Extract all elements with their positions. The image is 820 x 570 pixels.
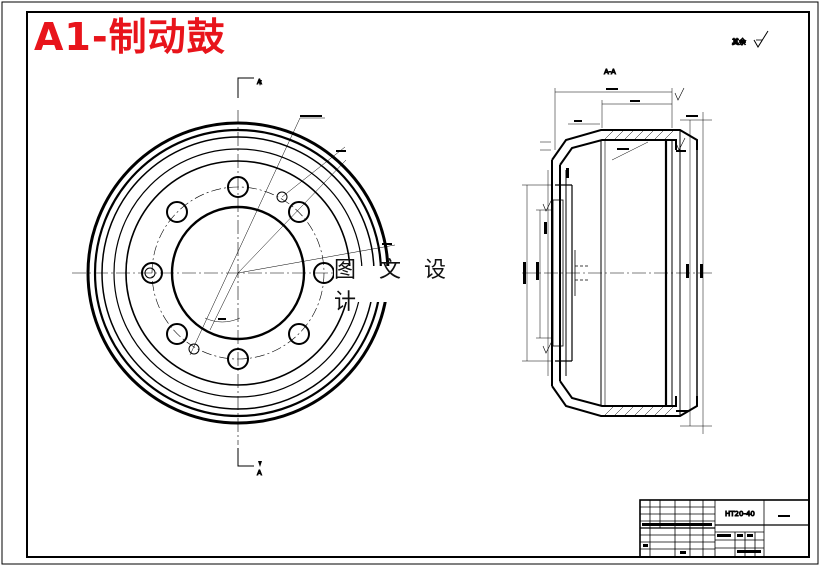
bolt-hole — [166, 323, 188, 345]
section-mark-bottom-label: A — [257, 469, 262, 477]
section-mark-bottom — [237, 448, 254, 467]
threaded-hole — [276, 191, 288, 203]
threaded-hole — [188, 343, 200, 355]
hatch-bottom — [603, 405, 675, 417]
leader-line — [281, 146, 346, 198]
section-view — [522, 87, 715, 434]
section-label: A-A — [604, 68, 616, 76]
material-label: HT20-40 — [725, 510, 755, 518]
leader-line — [189, 117, 301, 356]
bolt-hole — [227, 348, 249, 370]
outer-profile-top — [551, 129, 698, 161]
outer-profile-bottom — [551, 385, 698, 417]
title-block-marks — [642, 515, 790, 554]
threaded-hole — [144, 267, 156, 279]
center-bore-circle — [170, 205, 306, 341]
roughness-symbol — [753, 30, 769, 48]
leader-line — [237, 244, 396, 274]
dimension-text-marks — [218, 88, 703, 412]
bolt-hole — [288, 323, 310, 345]
roughness-note: 其余 — [732, 37, 746, 46]
bolt-hole — [288, 201, 310, 223]
bolt-hole — [166, 201, 188, 223]
bolt-circle — [151, 186, 325, 360]
title-block — [639, 499, 810, 558]
drawing-title: A1-制动鼓 — [34, 15, 226, 59]
bolt-hole — [141, 262, 163, 284]
watermark-text: 图 文 设 计 — [334, 258, 484, 315]
section-mark-top — [237, 77, 254, 98]
drawing-frame — [26, 11, 810, 558]
inner-profile-top — [559, 139, 677, 166]
leader-line — [237, 159, 347, 274]
hatch-top — [603, 129, 675, 141]
inner-profile-bottom — [559, 380, 677, 407]
bolt-hole — [227, 176, 249, 198]
section-mark-top-label: A — [257, 78, 262, 86]
